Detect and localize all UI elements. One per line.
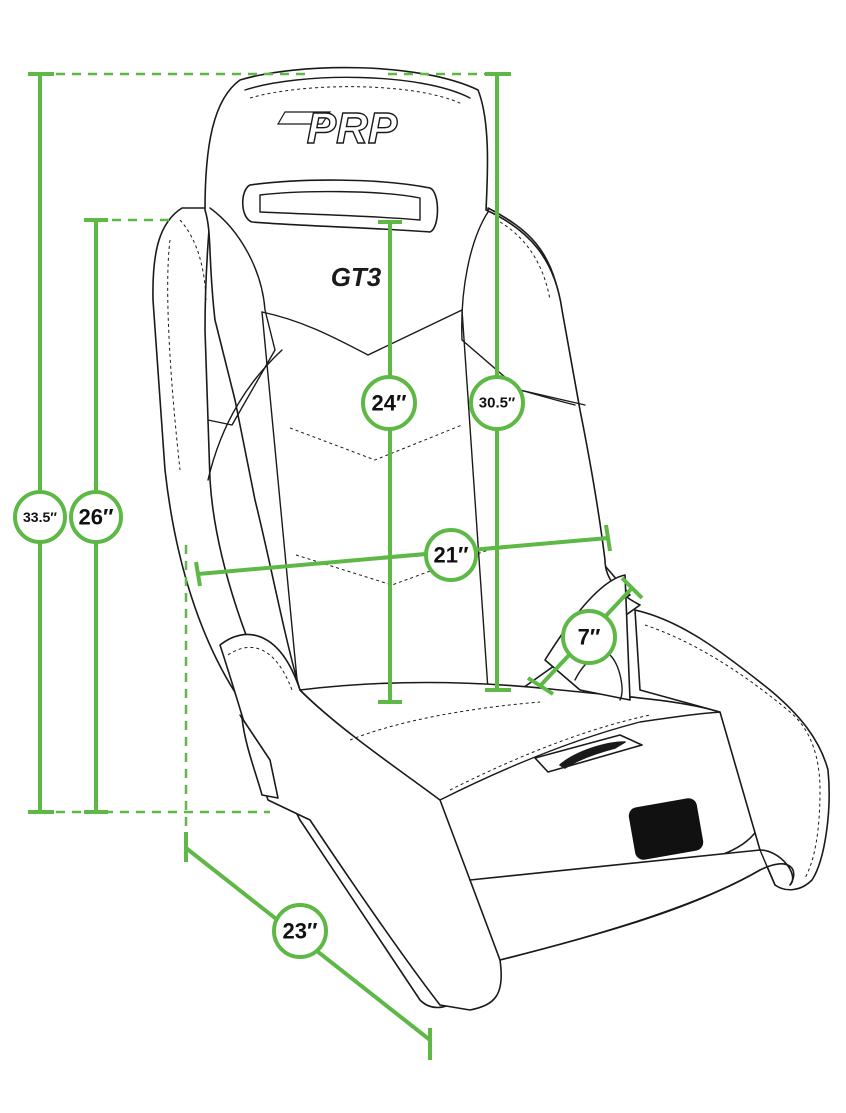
dim-tick-width-left [194,561,202,587]
dim-line-seat-width [197,536,609,576]
dim-tick-hip-bottom [526,676,555,696]
badge-seat-depth: 23″ [272,903,328,959]
label-overall-height: 33.5″ [23,509,57,525]
label-shoulder-height: 30.5″ [479,395,515,412]
badge-back-height: 24″ [361,375,417,431]
logo-text: PRP [307,104,398,153]
badge-seat-width: 21″ [424,528,478,582]
badge-side-height: 26″ [69,490,123,544]
label-hip-width: 7″ [578,625,601,650]
label-seat-depth: 23″ [282,919,317,944]
badge-hip-width: 7″ [561,609,617,665]
label-back-height: 24″ [371,391,406,416]
seat-shell [152,66,830,1011]
badge-overall-height: 33.5″ [13,490,67,544]
model-logo: GT3 [331,262,382,292]
prp-logo: PRP [276,103,399,154]
dim-tick-hip-top [620,576,644,600]
label-side-height: 26″ [78,505,113,530]
dim-tick-width-right [604,524,612,552]
badge-shoulder-height: 30.5″ [469,375,525,431]
label-seat-width: 21″ [433,543,468,568]
